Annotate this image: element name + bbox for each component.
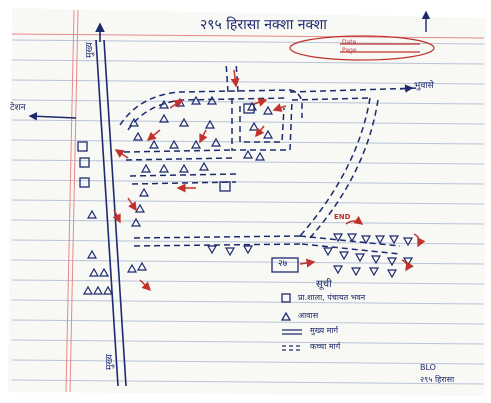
west-arrow (28, 112, 77, 121)
road-label-bottom: मुख्य (105, 354, 115, 370)
page-stamp (289, 35, 435, 61)
road-label-top: मुख्य (85, 42, 95, 58)
legend-item-main-road: मुख्य मार्ग (310, 326, 339, 335)
end-marker: END (334, 213, 351, 221)
school-squares (77, 103, 299, 273)
box-number: २७ (278, 259, 288, 269)
legend-item-school: प्रा.शाला, पंचायत भवन (298, 293, 366, 302)
margin-lines (11, 9, 485, 393)
legend-title: सूची (316, 279, 332, 290)
stamp-date-label: Date (342, 39, 357, 46)
signature-place: २९५ हिरासा (420, 375, 455, 384)
dashed-roads (119, 61, 421, 255)
page-title: २९५ हिरासा नक्शा नक्शा (200, 17, 327, 33)
legend-item-dirt-road: कच्चा मार्ग (310, 342, 341, 351)
east-direction-label: भुवासे (414, 81, 434, 91)
legend-item-house: आवास (298, 311, 319, 320)
east-arrow (399, 84, 414, 93)
route-arrows (112, 69, 426, 292)
legend-symbols (280, 293, 302, 351)
west-direction-label: टेशन (10, 103, 26, 113)
signature-blo: BLO (420, 363, 436, 372)
stamp-page-label: Page (342, 47, 357, 54)
